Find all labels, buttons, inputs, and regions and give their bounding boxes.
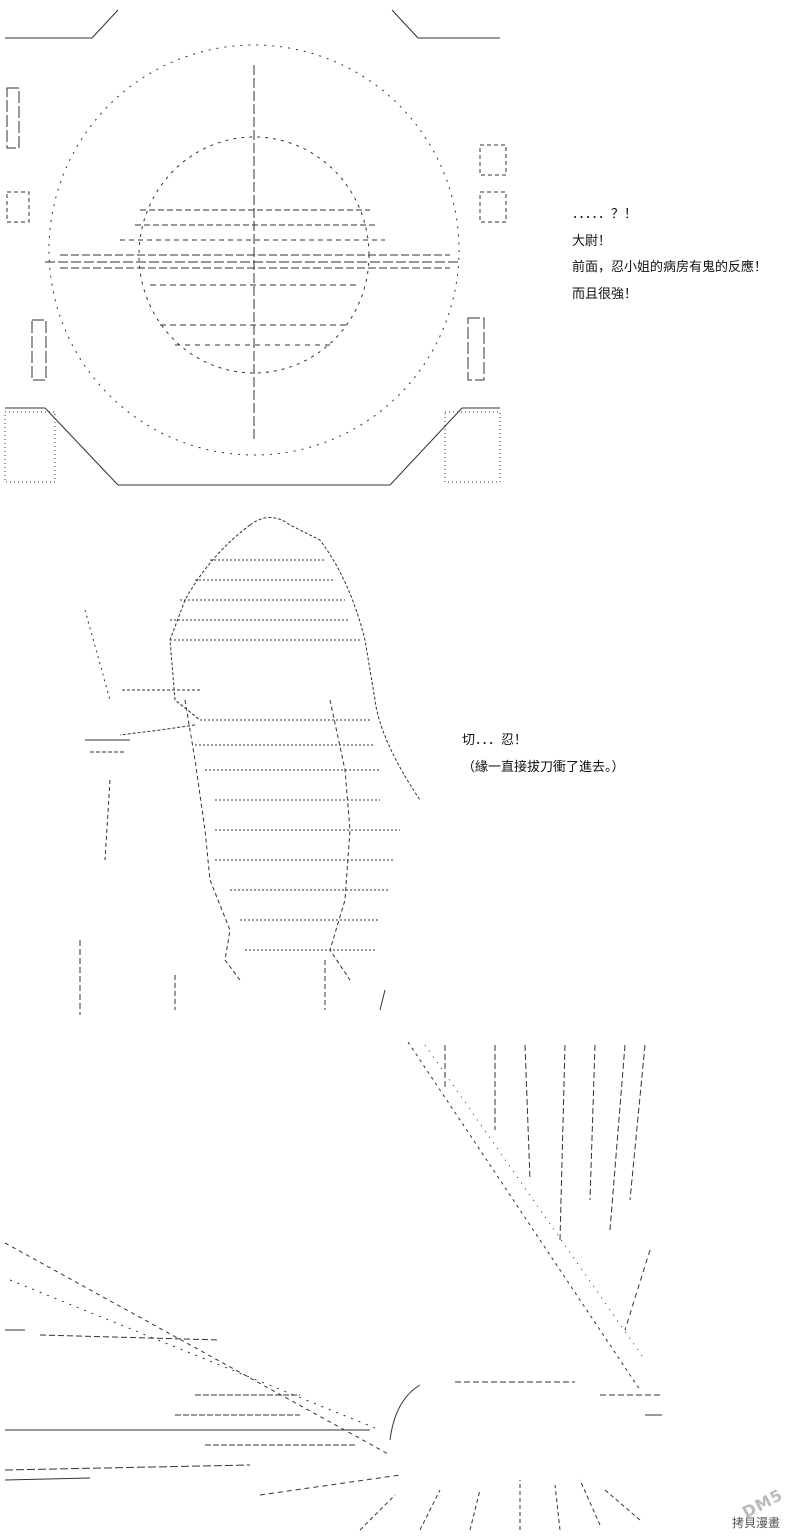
dialog-line: ．．．．．？！ [572, 207, 638, 222]
panel-1-dialog: ．．．．．？！ 大尉！ 前面，忍小姐的病房有鬼的反應！ 而且很強！ [572, 206, 767, 312]
dialog-line: 切．．．忍！ [462, 733, 528, 748]
panel-2-dialog: 切．．．忍！ （緣一直接拔刀衝了進去。） [462, 732, 625, 785]
dialog-line: 大尉！ [572, 233, 612, 249]
dialog-line: 而且很強！ [572, 286, 638, 302]
watermark-text: 拷貝漫畫 [731, 1516, 780, 1530]
watermark: DM5 拷貝漫畫 [718, 1473, 788, 1533]
scope-panel-art [4, 9, 507, 486]
dialog-line: （緣一直接拔刀衝了進去。） [462, 759, 625, 775]
dialog-line: 前面，忍小姐的病房有鬼的反應！ [572, 260, 768, 276]
figure-panel-art [79, 517, 421, 1015]
